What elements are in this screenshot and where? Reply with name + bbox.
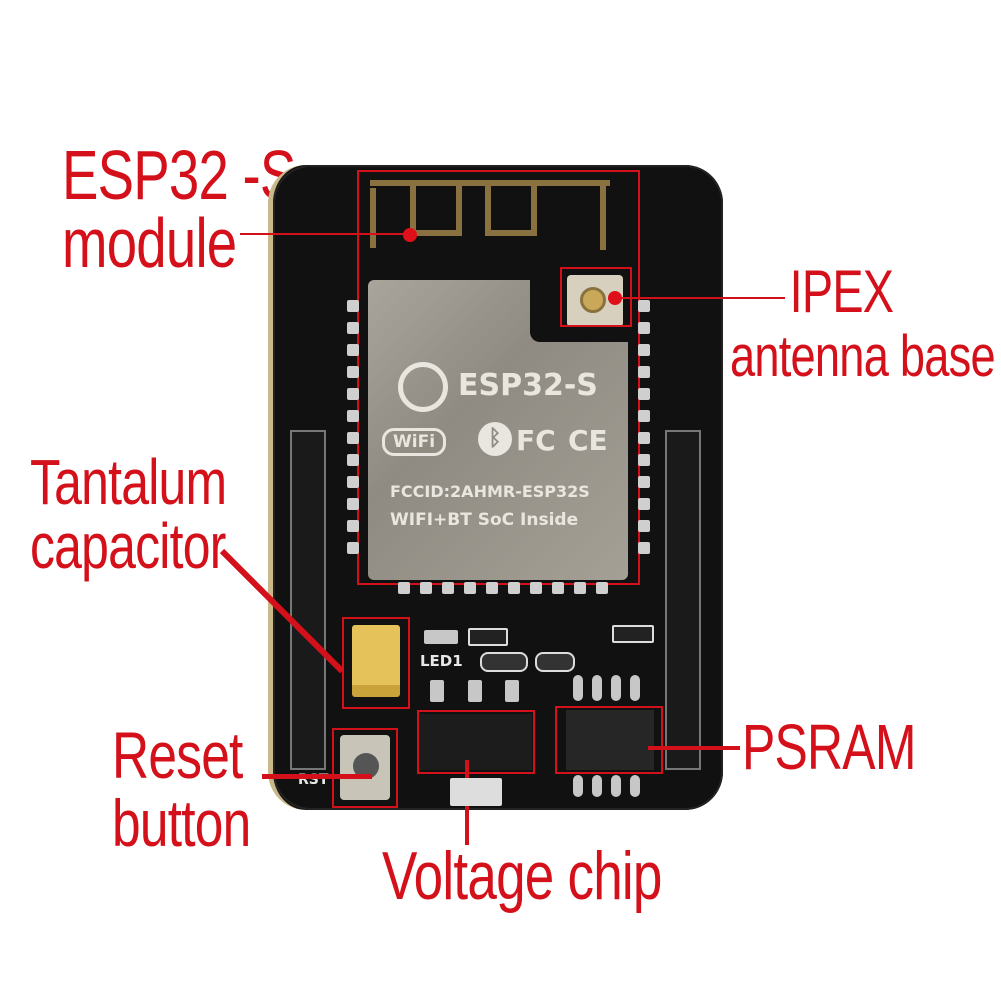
regulator-pin: [430, 680, 444, 702]
label-esp32-line1: ESP32 -S: [62, 136, 296, 214]
label-esp32-module: ESP32 -S module: [62, 140, 296, 278]
label-reset: Reset button: [112, 718, 251, 860]
led1-label: LED1: [420, 652, 463, 670]
regulator-pin: [468, 680, 482, 702]
module-name: ESP32-S: [458, 368, 598, 403]
psram-highlight-box: [555, 706, 663, 774]
label-tantalum-line2: capacitor: [30, 510, 226, 582]
label-psram: PSRAM: [742, 711, 916, 783]
fcc-mark-icon: FC: [516, 424, 556, 457]
voltage-highlight-box: [417, 710, 535, 774]
led1: [424, 630, 458, 644]
label-tantalum-line1: Tantalum: [30, 446, 227, 518]
left-pin-header: [290, 430, 326, 770]
label-ipex-line1: IPEX: [789, 258, 894, 325]
fccid-text: FCCID:2AHMR-ESP32S: [390, 482, 590, 501]
label-ipex-line2: antenna base: [730, 324, 996, 389]
label-ipex: IPEX: [785, 258, 894, 325]
resistor-3: [535, 652, 575, 672]
usb-connector: [450, 778, 502, 806]
ce-mark-icon: CE: [568, 424, 608, 457]
ipex-connector-center-icon: [580, 287, 606, 313]
espressif-logo-icon: [398, 362, 448, 412]
regulator-pin: [505, 680, 519, 702]
module-pointer-dot: [403, 228, 417, 242]
resistor-4: [612, 625, 654, 643]
ipex-pointer-dot: [608, 291, 622, 305]
module-pointer-line: [240, 233, 410, 235]
label-reset-line2: button: [112, 786, 251, 860]
tantalum-highlight-box: [342, 617, 410, 709]
label-esp32-line2: module: [62, 204, 237, 282]
resistor-2: [480, 652, 528, 672]
label-tantalum: Tantalum capacitor: [30, 446, 227, 582]
bluetooth-icon: ᛒ: [478, 422, 512, 456]
voltage-regulator-chip: [420, 714, 532, 770]
resistor-1: [468, 628, 508, 646]
ipex-pointer-line: [615, 297, 785, 299]
reset-highlight-box: [332, 728, 398, 808]
soc-text: WIFI+BT SoC Inside: [390, 510, 579, 530]
label-reset-line1: Reset: [112, 718, 243, 792]
psram-chip: [566, 710, 654, 770]
psram-pointer-line: [648, 746, 740, 750]
wifi-logo-icon: WiFi: [382, 428, 447, 456]
right-pin-header: [665, 430, 701, 770]
reset-pointer-line: [262, 774, 372, 779]
tantalum-capacitor: [352, 625, 400, 697]
label-voltage-chip: Voltage chip: [382, 838, 662, 914]
